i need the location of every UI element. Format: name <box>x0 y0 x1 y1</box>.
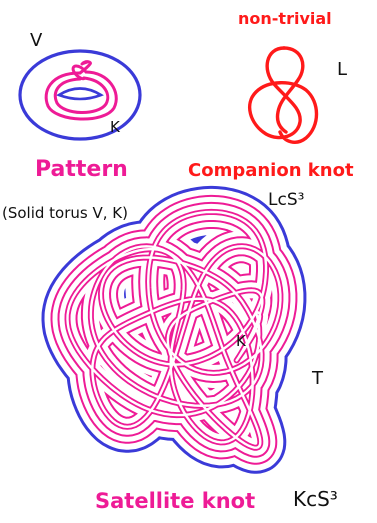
label-T: T <box>311 368 324 389</box>
satellite-figure: K T Satellite knot KcS³ <box>68 212 338 513</box>
label-K-satellite: K <box>236 332 247 350</box>
label-L-in-S3: LcS³ <box>268 190 304 210</box>
label-solid-torus-pair: (Solid torus V, K) <box>2 204 128 222</box>
label-L: L <box>337 59 347 80</box>
label-non-trivial: non-trivial <box>238 9 332 28</box>
pattern-figure: V K Pattern <box>20 30 140 182</box>
pattern-knot-K <box>46 62 116 119</box>
solid-torus-V-outline <box>20 51 140 139</box>
label-K-pattern: K <box>110 118 121 136</box>
label-V: V <box>30 30 43 51</box>
label-companion-knot: Companion knot <box>188 160 354 181</box>
torus-hole <box>59 89 101 100</box>
label-K-in-S3: KcS³ <box>293 487 338 511</box>
companion-knot-L <box>250 48 317 142</box>
companion-figure: non-trivial L Companion knot LcS³ <box>188 9 354 210</box>
label-satellite-knot: Satellite knot <box>95 489 255 513</box>
label-pattern: Pattern <box>35 157 128 182</box>
